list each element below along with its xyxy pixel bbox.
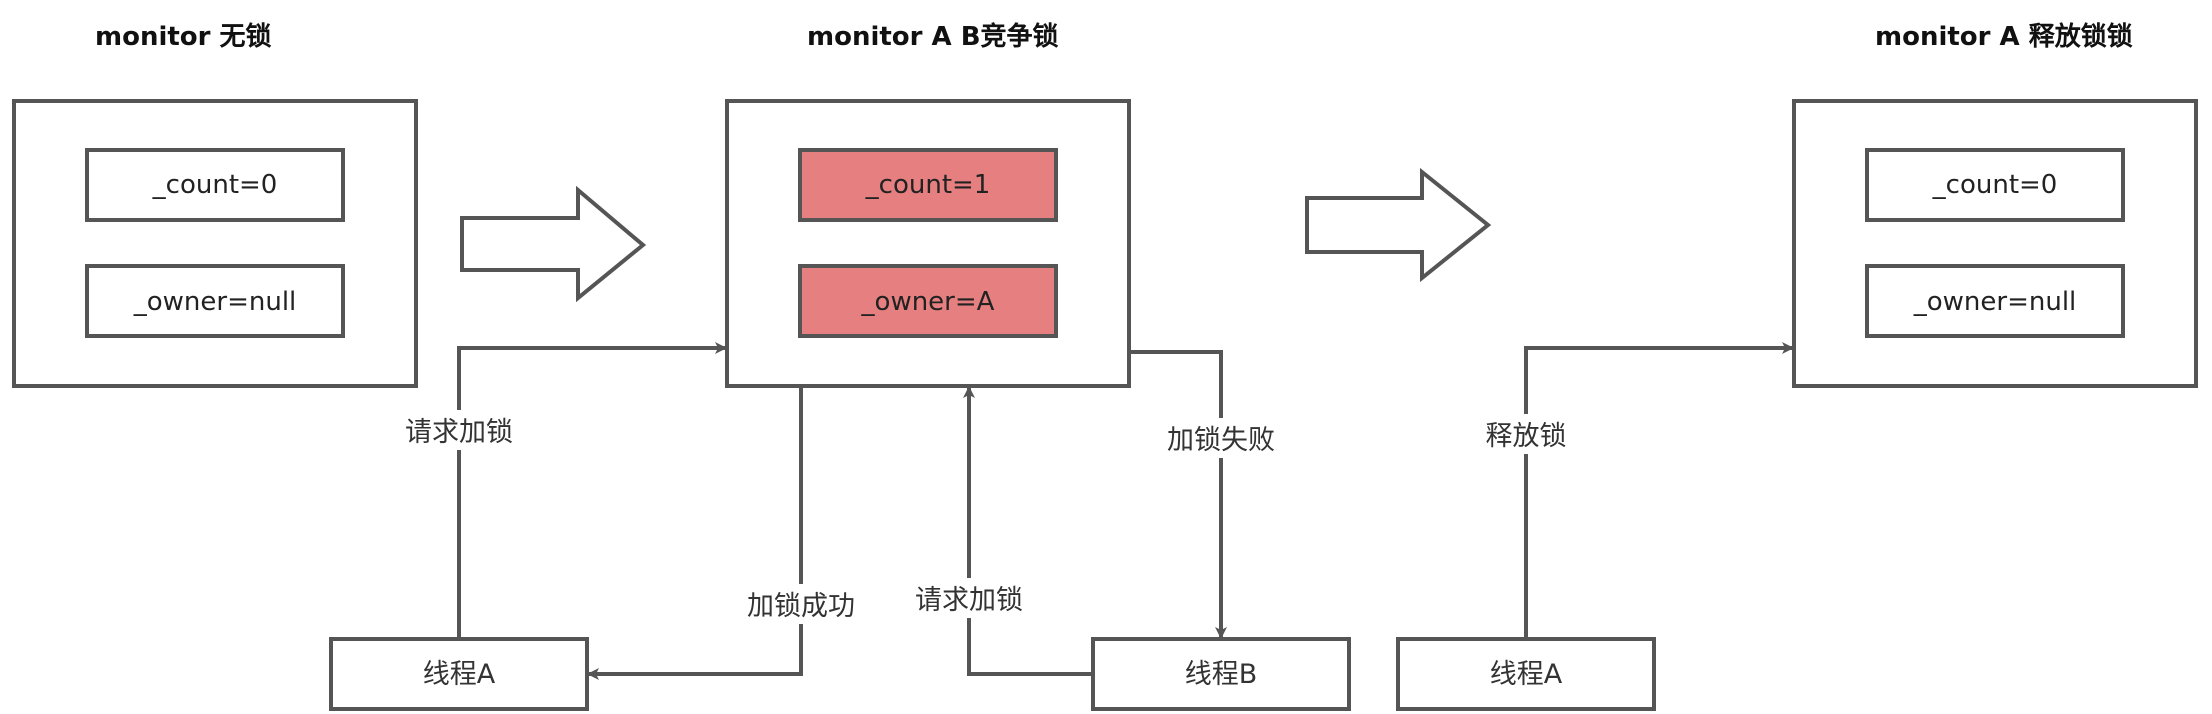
monitor-free-owner: _owner=null	[133, 287, 297, 317]
edge-fail-label: 加锁失败	[1167, 425, 1275, 456]
title-monitor-contend: monitor A B竞争锁	[807, 21, 1059, 52]
edge-release-label: 释放锁	[1486, 421, 1567, 452]
transition-arrow-1	[460, 185, 647, 303]
edge-request-b	[963, 386, 1093, 676]
monitor-release-container	[1792, 99, 2198, 388]
monitor-free-count-box	[85, 148, 345, 222]
monitor-release-owner-box	[1865, 264, 2125, 338]
monitor-free-container	[12, 99, 418, 388]
thread-a2-label: 线程A	[1490, 659, 1563, 690]
edge-success-label: 加锁成功	[747, 591, 855, 622]
monitor-free-count: _count=0	[152, 170, 278, 200]
title-monitor-free: monitor 无锁	[95, 21, 272, 52]
edge-request-a-label-bg	[395, 410, 523, 450]
thread-a2-box	[1396, 637, 1656, 711]
monitor-release: _count=0 _owner=null	[1792, 99, 2198, 388]
edge-request-a	[457, 342, 727, 639]
monitor-contend-container	[725, 99, 1131, 388]
edge-success-label-bg	[737, 584, 865, 624]
thread-a1-label: 线程A	[423, 659, 496, 690]
monitor-contend-count-box	[798, 148, 1058, 222]
monitor-release-count-box	[1865, 148, 2125, 222]
monitor-contend: _count=1 _owner=A	[725, 99, 1131, 388]
edge-release	[1524, 342, 1794, 639]
edge-request-b-label: 请求加锁	[915, 585, 1023, 616]
monitor-contend-owner: _owner=A	[861, 287, 995, 317]
edge-fail-label-bg	[1157, 418, 1285, 458]
monitor-free: _count=0 _owner=null	[12, 99, 418, 388]
thread-b-label: 线程B	[1185, 659, 1258, 690]
transition-arrow-2	[1305, 167, 1492, 283]
thread-a1-box	[329, 637, 589, 711]
monitor-contend-owner-box	[798, 264, 1058, 338]
monitor-contend-count: _count=1	[865, 170, 991, 200]
title-monitor-release: monitor A 释放锁锁	[1875, 21, 2133, 52]
monitor-free-owner-box	[85, 264, 345, 338]
monitor-release-owner: _owner=null	[1913, 287, 2077, 317]
edge-release-label-bg	[1478, 414, 1574, 454]
edge-request-a-label: 请求加锁	[405, 417, 513, 448]
edge-success	[587, 386, 803, 680]
monitor-release-count: _count=0	[1932, 170, 2058, 200]
edge-request-b-label-bg	[905, 578, 1033, 618]
edge-fail	[1129, 350, 1227, 639]
